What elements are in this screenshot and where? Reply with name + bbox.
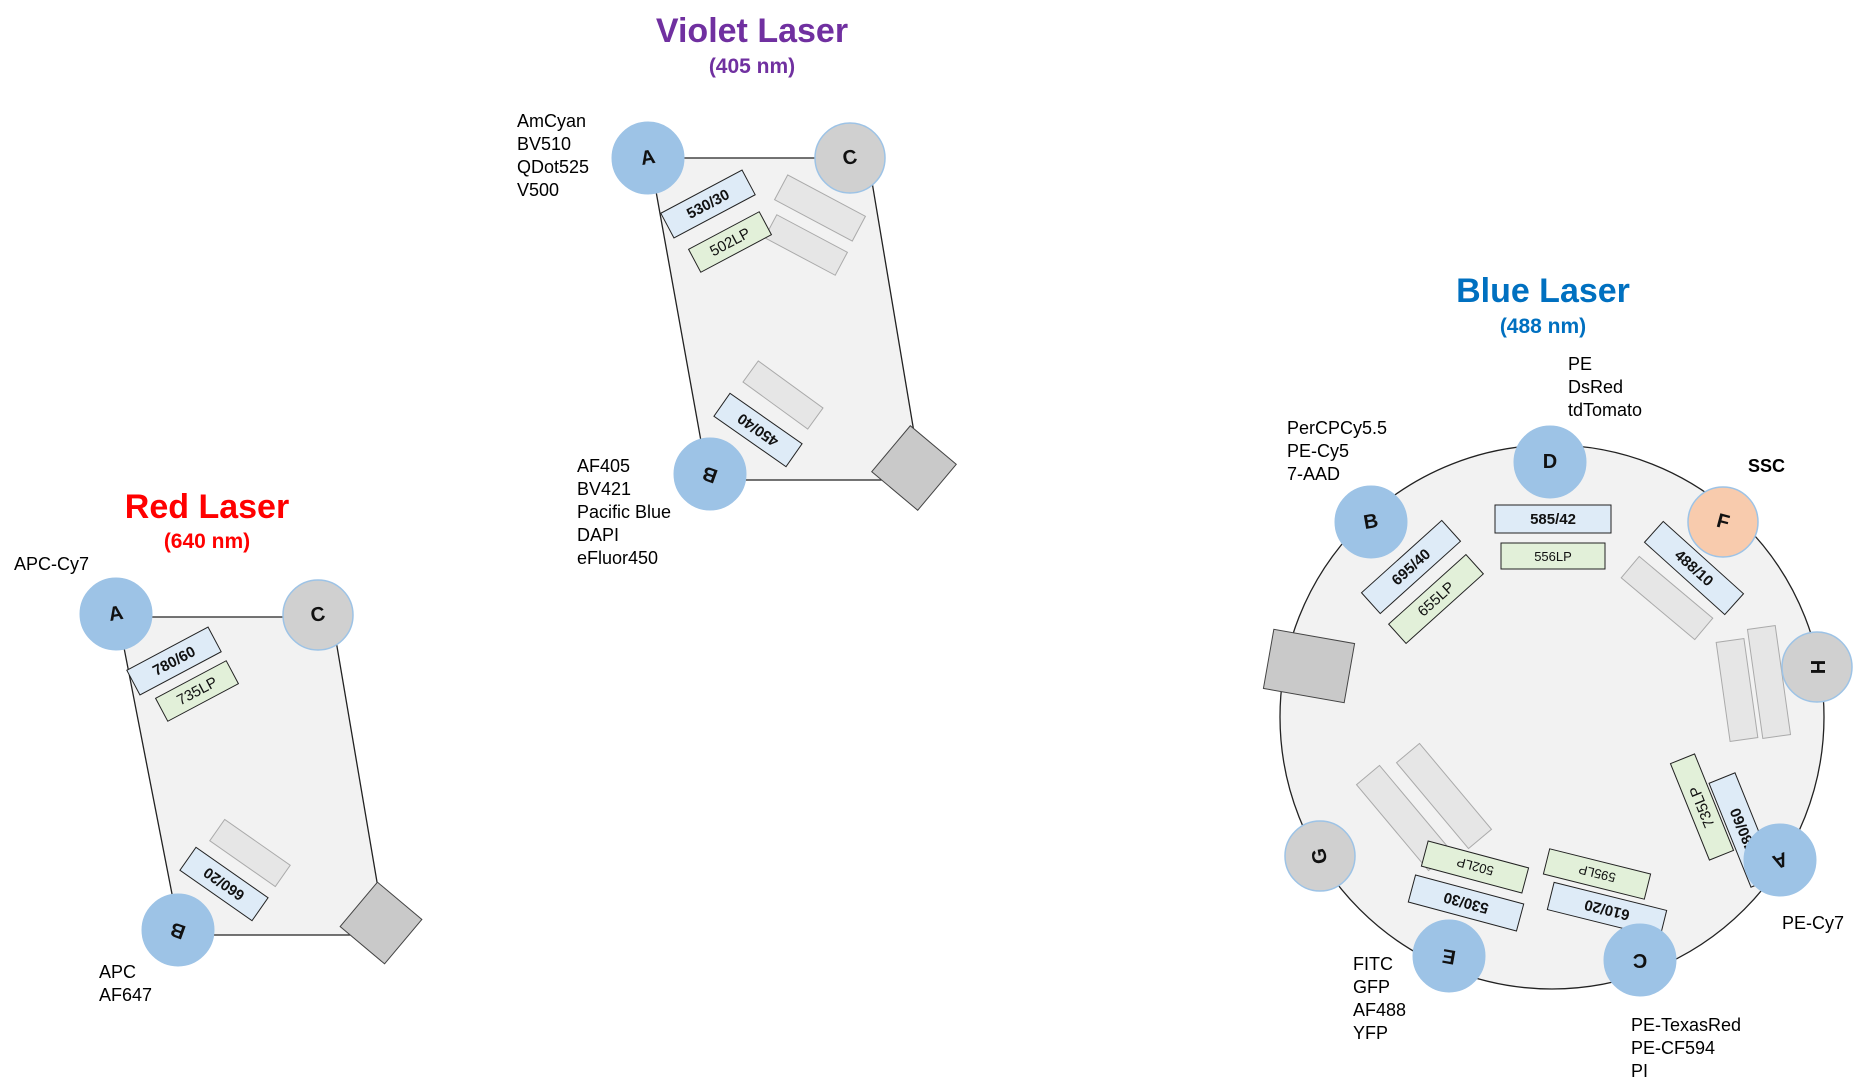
blue-longpass-d: 556LP [1500,542,1606,570]
blue-fluor-a-list: PE-Cy7 [1782,913,1844,933]
violet-fluor-b-list: AF405 BV421 Pacific Blue DAPI eFluor450 [577,456,676,568]
blue-detector-e: E [1412,919,1486,993]
blue-empty-slot-5 [1395,742,1493,850]
blue-fluor-e-4: YFP [1353,1023,1388,1043]
blue-detector-f: F [1687,486,1759,558]
blue-laser-wavelength: (488 nm) [1500,315,1586,338]
violet-fluor-a-4: V500 [517,180,559,200]
blue-fluor-b-1: PerCPCy5.5 [1287,418,1387,438]
red-beam-block [339,881,423,965]
blue-fluor-e-2: GFP [1353,977,1390,997]
blue-beam-block [1262,628,1356,704]
red-detector-c-label: C [309,603,327,627]
blue-detector-f-label: F [1714,510,1731,534]
red-fluor-b-2: AF647 [99,985,152,1005]
blue-fluor-f-ssc: SSC [1748,456,1785,476]
blue-laser-title: Blue Laser [1456,272,1630,310]
blue-fluor-e-1: FITC [1353,954,1393,974]
blue-fluor-d-list: PE DsRed tdTomato [1568,354,1642,420]
red-bandpass-a: 780/60 [126,626,222,696]
red-fluor-a-1: APC-Cy7 [14,554,89,574]
blue-fluor-b-3: 7-AAD [1287,464,1340,484]
blue-empty-slot-2 [1715,637,1759,743]
red-detector-a: A [79,577,153,651]
violet-fluor-a-2: BV510 [517,134,571,154]
red-laser-wavelength: (640 nm) [164,530,250,553]
blue-fluor-d-2: DsRed [1568,377,1623,397]
red-laser-title: Red Laser [125,488,289,526]
blue-detector-h: H [1781,631,1853,703]
blue-detector-e-label: E [1441,944,1458,968]
blue-detector-g: G [1284,820,1356,892]
blue-detector-h-label: H [1806,660,1828,674]
blue-fluor-c-3: PI [1631,1061,1648,1081]
blue-fluor-c-list: PE-TexasRed PE-CF594 PI [1631,1015,1746,1081]
violet-fluor-b-5: eFluor450 [577,548,658,568]
violet-detector-a-label: A [639,146,657,170]
violet-detector-c: C [814,122,886,194]
blue-detector-g-label: G [1308,846,1332,865]
blue-fluor-b-2: PE-Cy5 [1287,441,1349,461]
blue-detector-c-label: C [1633,949,1647,971]
violet-fluor-b-1: AF405 [577,456,630,476]
blue-fluor-d-3: tdTomato [1568,400,1642,420]
blue-detector-d: D [1513,425,1587,499]
violet-detector-c-label: C [841,146,859,170]
blue-empty-slot-3 [1746,625,1792,739]
violet-detector-b: B [673,437,747,511]
violet-fluor-a-1: AmCyan [517,111,586,131]
blue-longpass-d-label: 556LP [1534,549,1572,564]
violet-bandpass-a: 530/30 [660,169,756,239]
blue-fluor-a-1: PE-Cy7 [1782,913,1844,933]
violet-fluor-a-list: AmCyan BV510 QDot525 V500 [517,111,594,200]
blue-fluor-c-2: PE-CF594 [1631,1038,1715,1058]
blue-detector-c: C [1603,923,1677,997]
violet-fluor-a-3: QDot525 [517,157,589,177]
red-bandpass-b: 660/20 [179,846,269,922]
blue-fluor-e-list: FITC GFP AF488 YFP [1353,954,1411,1043]
violet-fluor-b-4: DAPI [577,525,619,545]
blue-longpass-c: 595LP [1542,848,1652,900]
violet-laser-title: Violet Laser [656,12,848,50]
blue-bandpass-d-label: 585/42 [1530,511,1576,528]
violet-detector-b-label: B [699,461,720,487]
blue-bandpass-d: 585/42 [1494,504,1612,534]
red-fluor-b-1: APC [99,962,136,982]
red-laser-trigon: Red Laser (640 nm) 780/60 735LP 660/20 A… [14,488,423,1005]
violet-detector-a: A [611,121,685,195]
violet-empty-slot-1 [773,174,867,242]
violet-beam-block [871,425,957,511]
red-detector-a-label: A [107,602,125,626]
blue-detector-b: B [1334,485,1408,559]
violet-empty-slot-3 [742,360,824,430]
red-fluor-b-list: APC AF647 [99,962,152,1005]
violet-fluor-b-3: Pacific Blue [577,502,671,522]
violet-laser-octagon: Violet Laser (405 nm) 530/30 502LP 450/4… [517,12,957,568]
blue-detector-b-label: B [1362,510,1380,534]
red-detector-b: B [141,893,215,967]
blue-laser-octagon: Blue Laser (488 nm) 585/42 556LP 695/40 … [1262,272,1853,1081]
blue-detector-a: A [1743,823,1817,897]
red-detector-c: C [282,579,354,651]
blue-fluor-b-list: PerCPCy5.5 PE-Cy5 7-AAD [1287,418,1392,484]
blue-detector-d-label: D [1543,451,1557,473]
red-fluor-a-list: APC-Cy7 [14,554,89,574]
red-empty-slot-1 [209,818,291,888]
violet-laser-wavelength: (405 nm) [709,55,795,78]
blue-empty-slot-1 [1620,555,1714,641]
violet-empty-slot-2 [763,214,849,276]
red-detector-b-label: B [167,917,188,943]
blue-bandpass-e: 530/30 [1407,874,1525,932]
blue-fluor-e-3: AF488 [1353,1000,1406,1020]
blue-fluor-d-1: PE [1568,354,1592,374]
blue-detector-a-label: A [1769,847,1790,873]
blue-longpass-e: 502LP [1420,840,1530,894]
violet-fluor-b-2: BV421 [577,479,631,499]
blue-fluor-c-1: PE-TexasRed [1631,1015,1741,1035]
